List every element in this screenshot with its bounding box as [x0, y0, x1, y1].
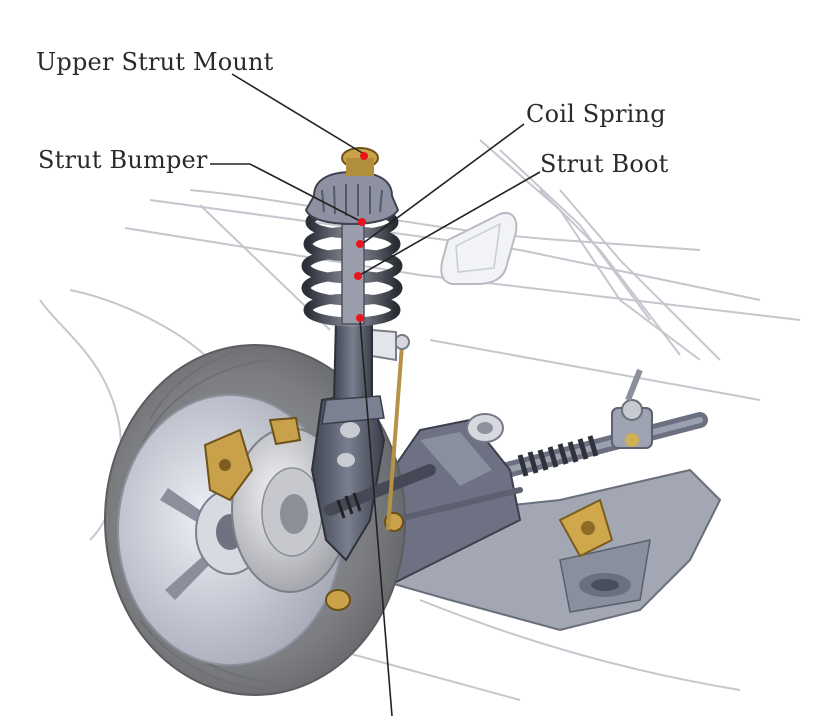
strut-boot-shape [341, 211, 365, 325]
leader-strut-bumper [210, 163, 363, 223]
side-mirror [440, 212, 518, 285]
drive-shaft [324, 464, 436, 519]
marker-lower [356, 314, 364, 322]
marker-strut-boot [354, 272, 362, 280]
label-upper-strut-mount: Upper Strut Mount [36, 48, 274, 76]
leader-strut-boot [357, 171, 541, 277]
rack-bracket [558, 498, 614, 558]
brake-caliper [203, 416, 302, 502]
label-strut-bumper: Strut Bumper [38, 146, 208, 174]
leader-lines [210, 73, 541, 716]
leader-bottom [359, 319, 393, 716]
subframe [368, 468, 722, 632]
marker-strut-bumper [358, 218, 366, 226]
marker-upper-strut-mount [360, 152, 368, 160]
leader-coil-spring [361, 123, 525, 245]
leader-upper-strut-mount [231, 73, 365, 155]
label-coil-spring: Coil Spring [526, 100, 666, 128]
marker-dots [354, 152, 368, 322]
marker-coil-spring [356, 240, 364, 248]
upper-strut-mount-shape [304, 147, 400, 226]
label-strut-boot: Strut Boot [540, 150, 669, 178]
